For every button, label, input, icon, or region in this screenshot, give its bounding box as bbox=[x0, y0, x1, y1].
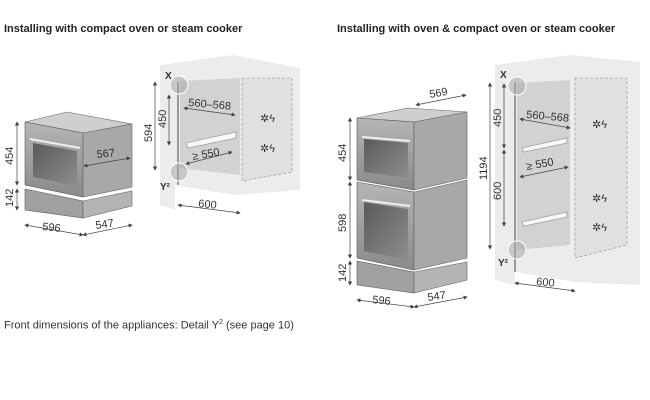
dim-niche-min-depth: ≥ 550 bbox=[525, 156, 554, 173]
dim-side-depth: 567 bbox=[96, 147, 116, 161]
detail-y-label: Y² bbox=[160, 182, 171, 193]
left-appliance-dimensions bbox=[14, 121, 133, 237]
socket-icon: ✲ϟ bbox=[592, 119, 607, 131]
right-niche-drawing: ✲ϟ ✲ϟ ✲ϟ bbox=[495, 55, 640, 285]
dim-niche-total-height: 1194 bbox=[478, 156, 490, 180]
socket-icon: ✲ϟ bbox=[592, 193, 607, 205]
dim-niche-upper-height: 450 bbox=[492, 109, 504, 127]
dim-height-drawer: 142 bbox=[4, 189, 16, 207]
dim-height-compact: 454 bbox=[337, 144, 349, 162]
dim-width: 596 bbox=[372, 294, 392, 308]
dim-height-drawer: 142 bbox=[337, 264, 349, 282]
right-section-title: Installing with oven & compact oven or s… bbox=[337, 23, 616, 35]
dim-niche-lower-height: 600 bbox=[492, 182, 504, 200]
footer-suffix: (see page 10) bbox=[222, 319, 294, 332]
right-niche-dimensions bbox=[487, 82, 576, 293]
socket-icon: ✲ϟ bbox=[592, 222, 607, 234]
oven-stack-drawing bbox=[356, 107, 468, 294]
left-niche-dimensions bbox=[152, 81, 241, 215]
dim-height-oven: 454 bbox=[4, 147, 16, 165]
dim-niche-width: 560–568 bbox=[526, 109, 570, 125]
dim-depth: 547 bbox=[427, 290, 447, 304]
dim-niche-width: 560–568 bbox=[188, 97, 232, 113]
dim-width: 596 bbox=[42, 221, 62, 235]
detail-x-label: X bbox=[500, 70, 507, 81]
detail-y-label: Y² bbox=[498, 258, 509, 269]
dim-top-depth: 569 bbox=[428, 86, 448, 101]
socket-icon: ✲ϟ bbox=[260, 143, 275, 155]
footer-text: Front dimensions of the appliances: Deta… bbox=[4, 319, 220, 332]
footer-superscript: 2 bbox=[219, 319, 223, 326]
dim-niche-depth: 600 bbox=[198, 198, 217, 212]
dim-niche-height: 594 bbox=[143, 124, 155, 142]
dim-niche-min-height: 450 bbox=[157, 110, 169, 128]
compact-oven-drawing bbox=[24, 111, 133, 219]
left-niche-drawing: ✲ϟ ✲ϟ bbox=[160, 55, 300, 210]
left-section-title: Installing with compact oven or steam co… bbox=[4, 23, 243, 35]
dim-depth: 547 bbox=[95, 218, 115, 232]
footer-note: Front dimensions of the appliances: Deta… bbox=[4, 319, 294, 332]
socket-icon: ✲ϟ bbox=[260, 113, 275, 125]
detail-x-label: X bbox=[165, 71, 172, 82]
dim-niche-depth: 600 bbox=[536, 276, 555, 290]
dim-niche-min-depth: ≥ 550 bbox=[191, 146, 220, 163]
right-appliance-dimensions bbox=[347, 93, 468, 309]
dim-height-oven: 598 bbox=[337, 214, 349, 232]
